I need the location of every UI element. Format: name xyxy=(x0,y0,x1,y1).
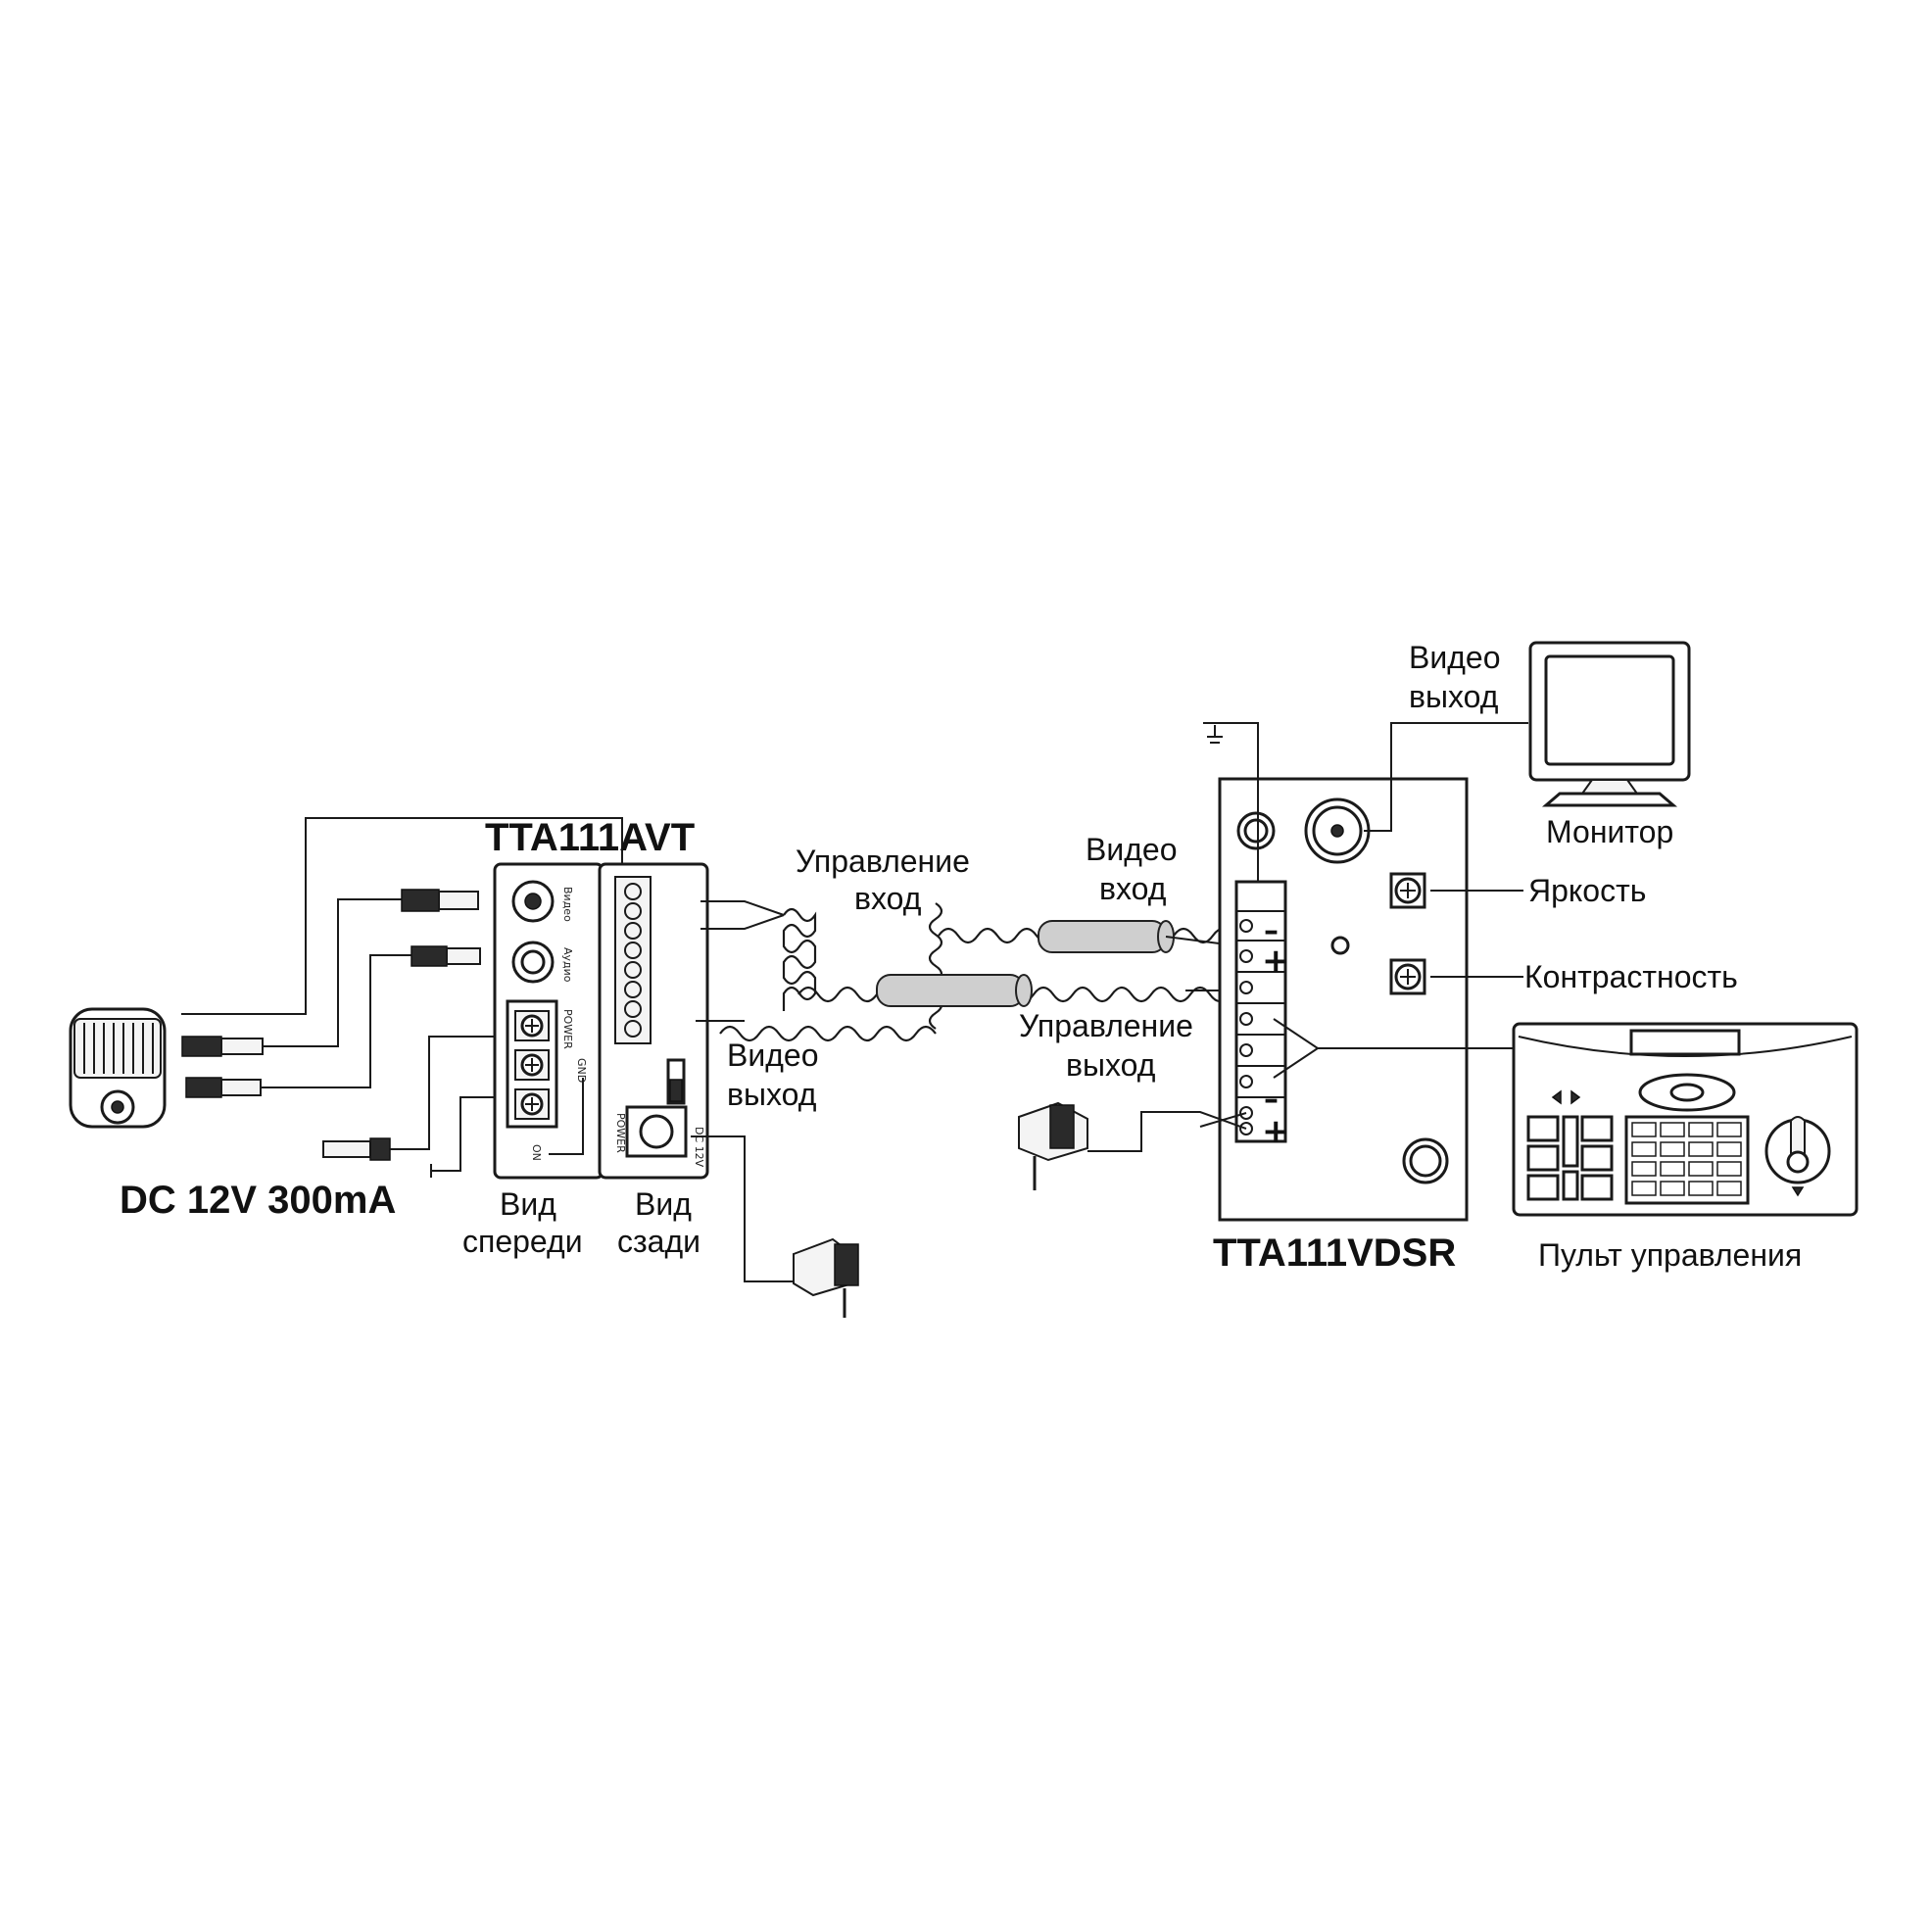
receiver-unit: – + – + xyxy=(1087,722,1528,1222)
front-video-mark: Видео xyxy=(561,887,574,922)
front-power-mark: POWER xyxy=(561,1009,574,1049)
rear-view-label-2: сзади xyxy=(617,1224,700,1259)
contrast-label: Контрастность xyxy=(1524,959,1738,994)
rear-view-label-1: Вид xyxy=(635,1186,692,1222)
control-panel-label: Пульт управления xyxy=(1538,1237,1802,1273)
power-adapter-rx xyxy=(1018,1101,1088,1190)
power-adapter-tx xyxy=(793,1237,859,1318)
video-input-label-2: вход xyxy=(1099,871,1167,906)
terminal-plus-bottom: + xyxy=(1262,1112,1290,1151)
video-output-rx-label-2: выход xyxy=(1409,679,1499,714)
camera xyxy=(69,1007,167,1129)
rear-power-mark: POWER xyxy=(614,1113,627,1153)
terminal-plus-top: + xyxy=(1262,942,1290,981)
front-audio-mark: Аудио xyxy=(561,947,574,983)
transmitter-rear-view: POWER DC 12V xyxy=(598,862,794,1282)
video-input-label-1: Видео xyxy=(1086,832,1177,867)
video-output-tx-label-2: выход xyxy=(727,1077,817,1112)
monitor xyxy=(1528,641,1691,807)
brightness-label: Яркость xyxy=(1528,873,1646,908)
control-output-label-1: Управление xyxy=(1019,1008,1193,1043)
video-output-rx-label-1: Видео xyxy=(1409,640,1500,675)
transmitter-title: TTA111AVT xyxy=(485,816,695,859)
monitor-label: Монитор xyxy=(1546,814,1673,849)
control-keyboard xyxy=(1512,1022,1859,1217)
video-output-tx-label-1: Видео xyxy=(727,1038,818,1073)
control-output-label-2: выход xyxy=(1066,1047,1156,1083)
front-on-mark: ON xyxy=(530,1144,543,1161)
front-gnd-mark: GND xyxy=(575,1058,588,1083)
power-spec-label: DC 12V 300mA xyxy=(120,1179,396,1222)
front-view-label-1: Вид xyxy=(500,1186,556,1222)
receiver-title: TTA111VDSR xyxy=(1213,1232,1456,1275)
terminal-minus-top: – xyxy=(1264,914,1279,948)
terminal-minus-bottom: – xyxy=(1264,1083,1279,1117)
rear-dc-mark: DC 12V xyxy=(693,1127,705,1168)
front-view-label-2: спереди xyxy=(462,1224,583,1259)
control-input-label-2: вход xyxy=(854,881,922,916)
control-input-label-1: Управление xyxy=(796,844,970,879)
transmitter-front-view: Видео Аудио POWER GND ON xyxy=(493,862,604,1180)
